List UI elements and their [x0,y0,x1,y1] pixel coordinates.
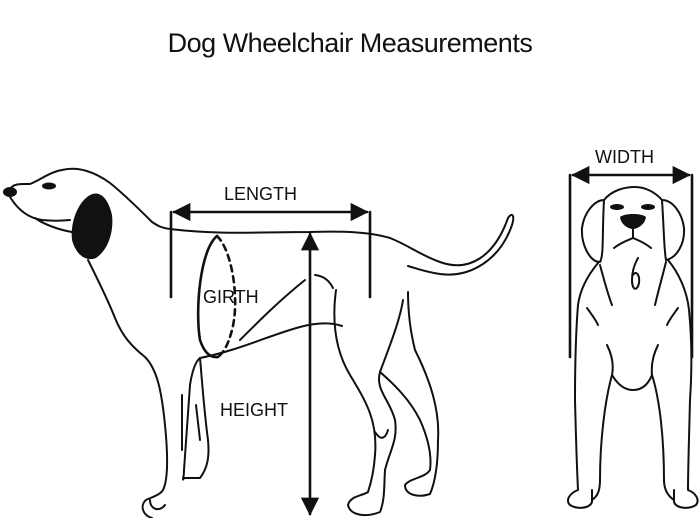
length-label: LENGTH [224,184,297,204]
nose-icon [620,214,646,229]
width-label: WIDTH [595,147,654,167]
eye-icon [42,182,56,190]
width-dimension [568,165,694,359]
nose-icon [3,187,17,197]
ear-icon [71,193,113,260]
diagram-title: Dog Wheelchair Measurements [167,28,533,58]
length-dimension [169,202,372,299]
side-view-dog [3,167,515,518]
front-view-dog [567,186,699,509]
eye-icon [610,204,624,210]
eye-icon [641,204,655,210]
girth-indicator [196,234,237,359]
girth-label: GIRTH [203,287,259,307]
height-label: HEIGHT [220,400,288,420]
